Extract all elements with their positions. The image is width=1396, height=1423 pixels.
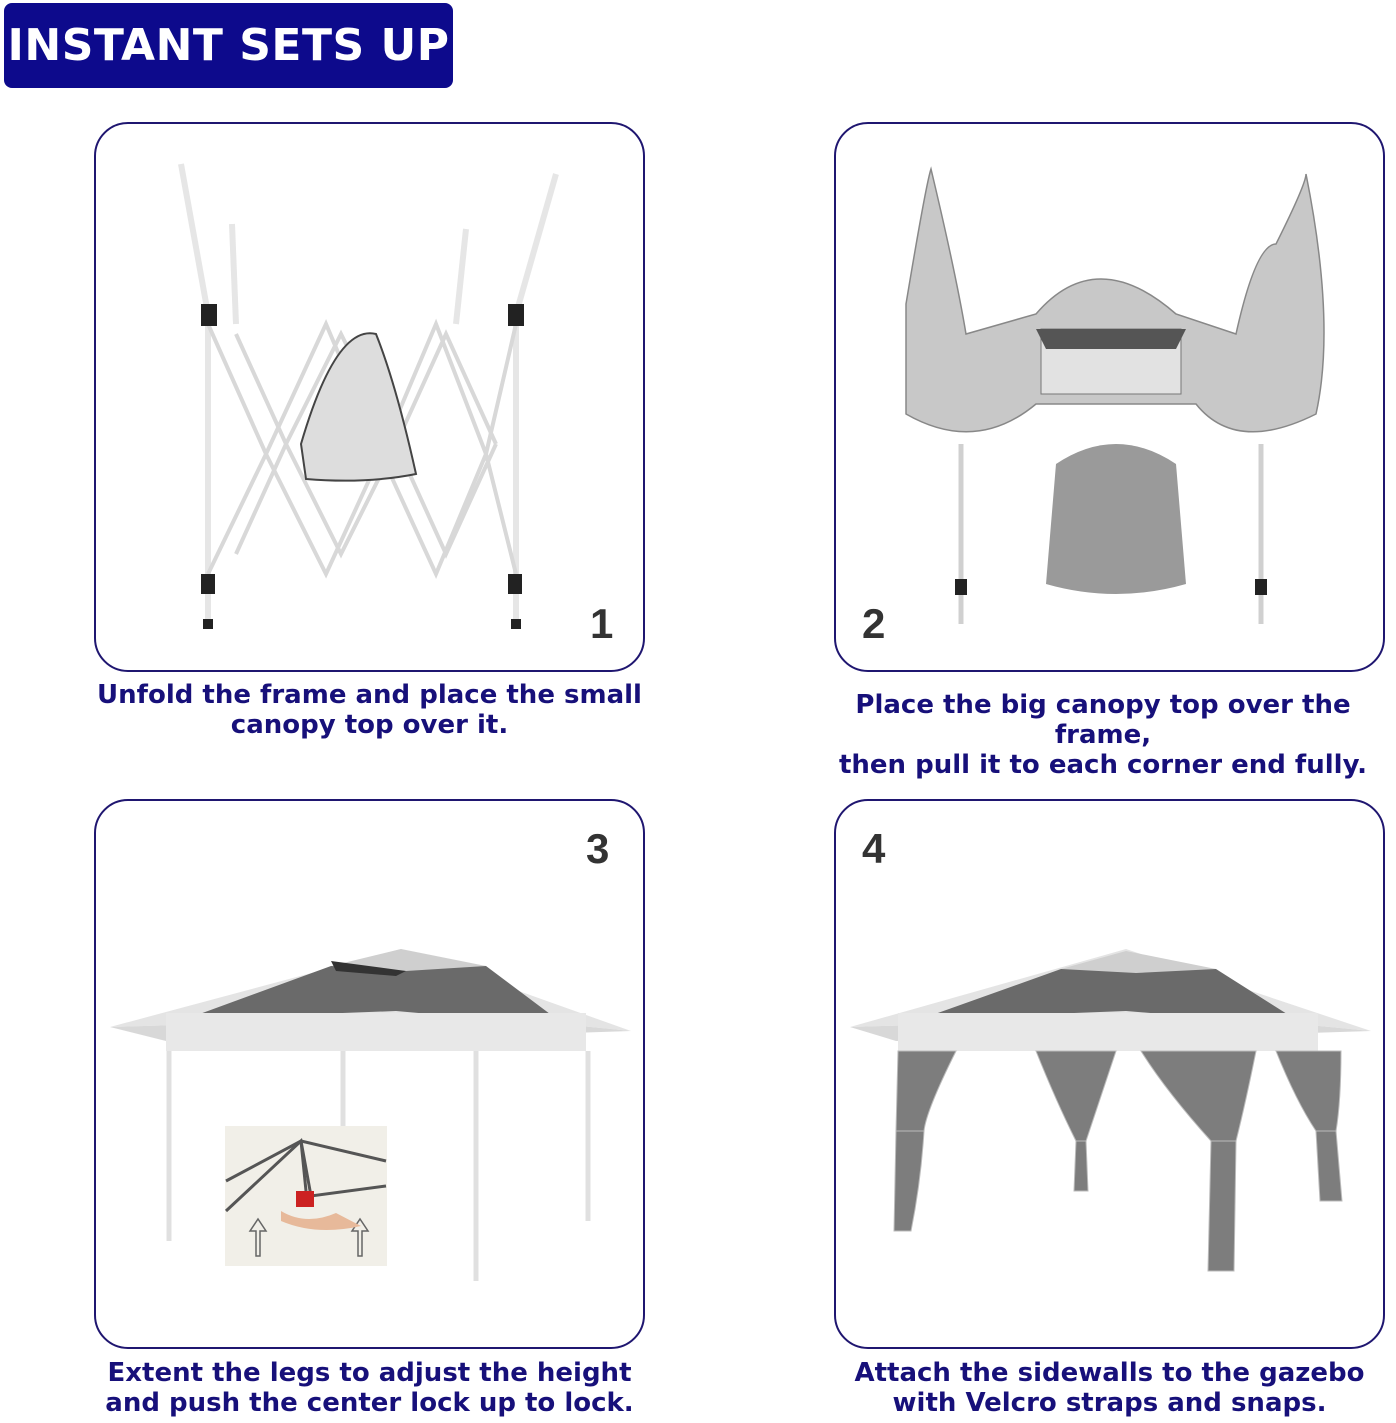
caption-line: Place the big canopy top over the frame, [855, 690, 1351, 750]
caption-line: Attach the sidewalls to the gazebo [854, 1358, 1365, 1388]
step-number: 4 [862, 825, 886, 872]
step-1-caption: Unfold the frame and place the small can… [94, 680, 645, 740]
step-number: 2 [862, 600, 886, 647]
step-number: 3 [586, 825, 610, 872]
erected-gazebo-image [110, 949, 631, 1281]
step-3-panel: 3 [94, 799, 645, 1349]
caption-line: with Velcro straps and snaps. [892, 1388, 1327, 1418]
step-2-panel: 2 [834, 122, 1385, 672]
title-banner: INSTANT SETS UP [4, 3, 453, 88]
step-3-caption: Extent the legs to adjust the height and… [94, 1358, 645, 1418]
caption-line: Unfold the frame and place the small [97, 680, 642, 710]
step-4-caption: Attach the sidewalls to the gazebo with … [834, 1358, 1385, 1418]
step-number: 1 [590, 600, 614, 647]
caption-line: canopy top over it. [230, 710, 509, 740]
frame-unfolded-image [178, 163, 559, 629]
big-canopy-image [905, 166, 1325, 624]
caption-line: Extent the legs to adjust the height [107, 1358, 632, 1388]
caption-line: and push the center lock up to lock. [105, 1388, 634, 1418]
gazebo-sidewalls-image [850, 949, 1371, 1272]
step-1-panel: 1 [94, 122, 645, 672]
banner-title: INSTANT SETS UP [7, 20, 450, 71]
step-2-caption: Place the big canopy top over the frame,… [810, 690, 1396, 780]
step-4-panel: 4 [834, 799, 1385, 1349]
caption-line: then pull it to each corner end fully. [838, 750, 1368, 780]
